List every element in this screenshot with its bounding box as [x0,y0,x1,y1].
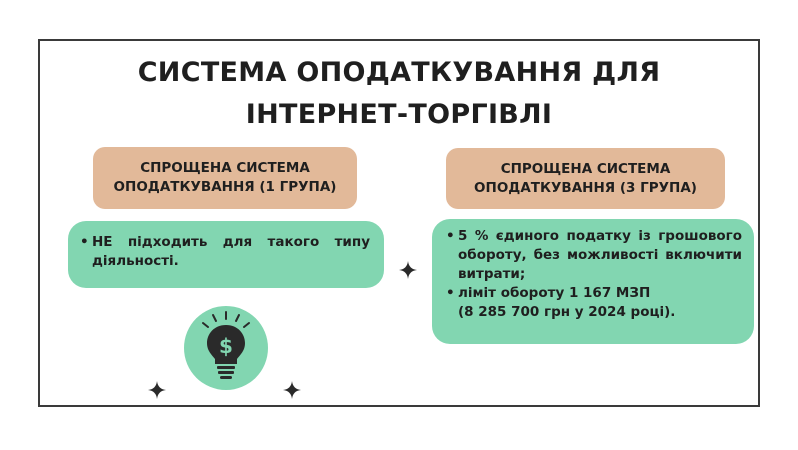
left-info-box: • НЕ підходить для такого типу діяльност… [68,221,384,288]
right-header-line-2: ОПОДАТКУВАННЯ (3 ГРУПА) [474,179,697,196]
right-bullet-2-line-1: ліміт обороту 1 167 МЗП [458,285,651,301]
page-title: СИСТЕМА ОПОДАТКУВАННЯ ДЛЯ ІНТЕРНЕТ-ТОРГІ… [38,52,760,136]
right-info-box: • 5 % єдиного податку із грошового оборо… [432,219,754,344]
sparkle-icon [148,381,166,399]
sparkle-icon [283,381,301,399]
right-bullet-1-text: 5 % єдиного податку із грошового обороту… [458,228,742,282]
right-bullet-2-line-2: (8 285 700 грн у 2024 році). [458,304,676,320]
money-lightbulb-icon: $ [184,306,268,390]
left-bullet-text: НЕ підходить для такого типу діяльності. [92,234,370,269]
left-header-box: СПРОЩЕНА СИСТЕМА ОПОДАТКУВАННЯ (1 ГРУПА) [93,147,357,209]
title-line-2: ІНТЕРНЕТ-ТОРГІВЛІ [245,99,553,130]
bullet-dot: • [80,234,89,250]
right-header-line-1: СПРОЩЕНА СИСТЕМА [500,160,671,177]
right-header-box: СПРОЩЕНА СИСТЕМА ОПОДАТКУВАННЯ (3 ГРУПА) [446,148,725,209]
title-line-1: СИСТЕМА ОПОДАТКУВАННЯ ДЛЯ [137,57,661,88]
slide-frame [38,39,760,407]
right-bullet-2: • ліміт обороту 1 167 МЗП [446,284,742,303]
svg-text:$: $ [219,334,233,358]
right-bullet-1: • 5 % єдиного податку із грошового оборо… [446,227,742,284]
sparkle-icon [399,261,417,279]
left-header-line-1: СПРОЩЕНА СИСТЕМА [140,160,310,176]
left-header-line-2: ОПОДАТКУВАННЯ (1 ГРУПА) [113,179,337,195]
left-bullet: • НЕ підходить для такого типу діяльност… [80,233,370,271]
bullet-dot: • [446,285,455,301]
bullet-dot: • [446,228,455,244]
